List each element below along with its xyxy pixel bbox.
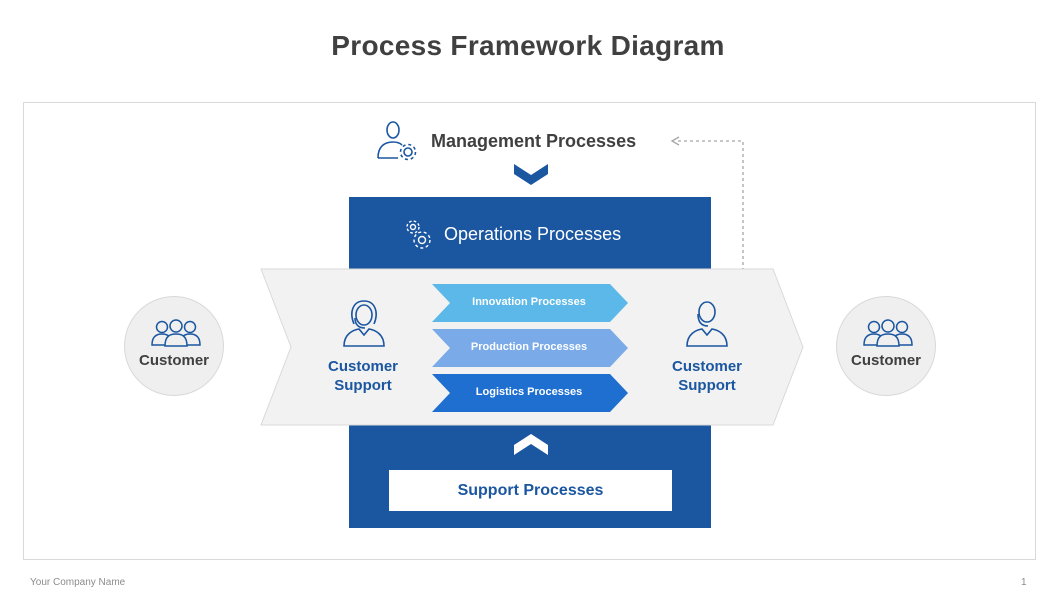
gears-icon [406, 220, 431, 249]
users-group-icon [151, 319, 201, 347]
customer-right-label: Customer [850, 352, 921, 369]
customer-support-right-line2: Support [678, 377, 736, 394]
logistics-processes-label: Logistics Processes [475, 386, 583, 398]
diagram-frame [23, 102, 1036, 560]
production-arrow [432, 329, 628, 367]
down-chevron-icon [514, 164, 548, 185]
customer-right: Customer [836, 296, 936, 396]
customer-support-left-line2: Support [334, 377, 392, 394]
users-group-icon [863, 319, 913, 347]
page-title: Process Framework Diagram [331, 30, 725, 61]
up-chevron-icon [514, 434, 548, 455]
operations-processes-label: Operations Processes [444, 224, 622, 244]
management-processes-label: Management Processes [431, 131, 637, 151]
innovation-processes-label: Innovation Processes [472, 296, 586, 308]
operations-box [349, 197, 711, 271]
footer-page-number: 1 [1021, 577, 1027, 588]
user-gear-icon [377, 121, 417, 161]
customer-left-label: Customer [138, 352, 209, 369]
production-processes-label: Production Processes [470, 341, 588, 353]
female-headset-icon [343, 300, 385, 347]
customer-left: Customer [124, 296, 224, 396]
support-processes-label: Support Processes [389, 470, 672, 511]
male-headset-icon [686, 301, 728, 347]
logistics-arrow [432, 374, 628, 412]
customer-support-left-label: Customer Support [308, 357, 418, 395]
customer-support-right-label: Customer Support [652, 357, 762, 395]
customer-support-left-line1: Customer [327, 358, 398, 375]
customer-support-right-line1: Customer [671, 358, 742, 375]
footer-company-name: Your Company Name [30, 577, 126, 588]
innovation-arrow [432, 284, 628, 322]
